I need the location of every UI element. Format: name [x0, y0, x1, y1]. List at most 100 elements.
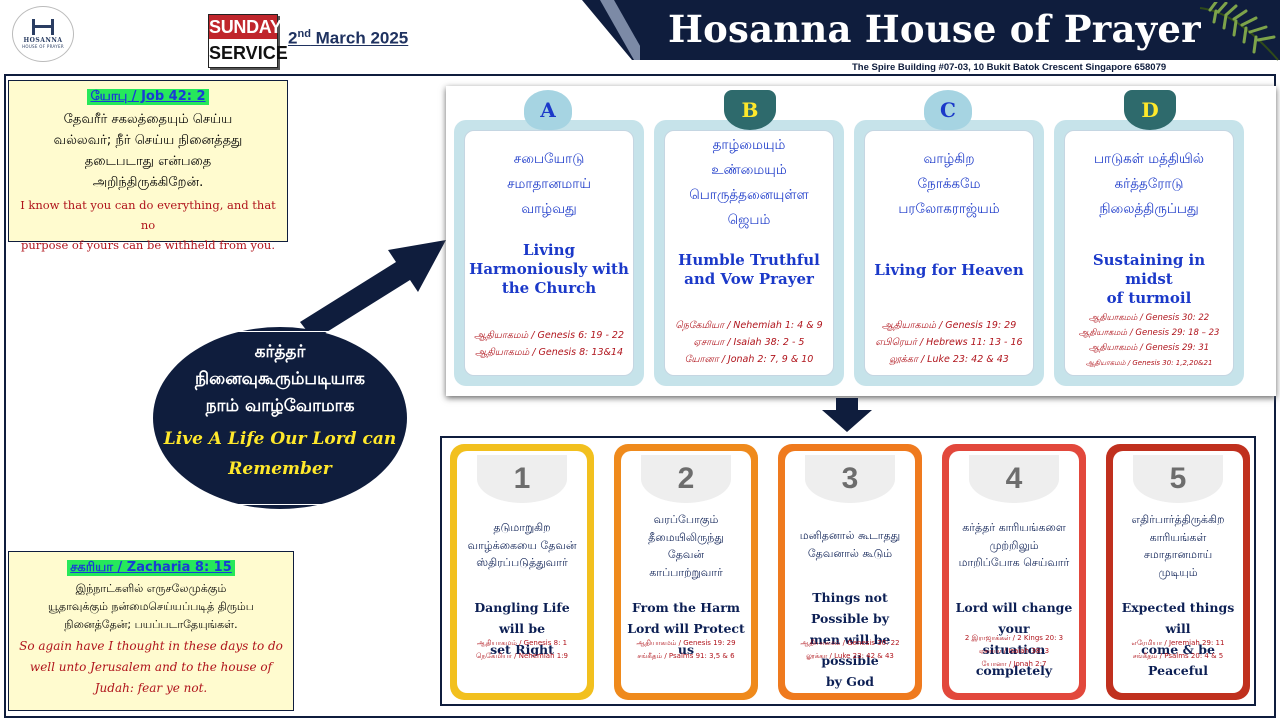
theme-english-line: Remember — [228, 459, 332, 479]
card-refs: ஆதியாகமம் / Genesis 6: 19 - 22 ஆதியாகமம்… — [467, 327, 631, 361]
church-title: Hosanna House of Prayer — [668, 7, 1201, 51]
card-refs: ஆதியாகமம் / Genesis 19: 29 எபிரெயர் / He… — [867, 317, 1031, 368]
promise-tamil-line: தீமையிலிருந்து — [648, 530, 724, 544]
down-arrow-icon — [822, 398, 872, 432]
card-letter: B — [724, 90, 776, 130]
theme-tamil-line: நாம் வாழ்வோமாக — [205, 396, 355, 416]
promise-number: 3 — [805, 455, 895, 503]
card-ref: எபிரெயர் / Hebrews 11: 13 - 16 — [875, 337, 1023, 348]
promise-tamil-line: முடியும் — [1158, 565, 1198, 579]
church-address: The Spire Building #07-03, 10 Bukit Bato… — [852, 62, 1167, 73]
card-tamil: சபையோடு சமாதானமாய் வாழ்வது — [465, 147, 633, 222]
diagonal-arrow-icon — [300, 240, 446, 340]
card-refs: நெகேமியா / Nehemiah 1: 4 & 9 ஏசாயா / Isa… — [667, 317, 831, 368]
promise-ref: சங்கீதம் / Psalms 91: 3,5 & 6 — [637, 652, 735, 660]
date-day: 2 — [288, 28, 298, 48]
card-tamil-line: நிலைத்திருப்பது — [1099, 201, 1199, 217]
card-ref: ஆதியாகமம் / Genesis 29: 18 – 23 — [1078, 328, 1220, 338]
promise-tamil-line: வரப்போகும் — [653, 513, 719, 526]
card-english: Living for Heaven — [869, 261, 1029, 280]
card-tab: D — [1124, 90, 1176, 130]
verse-box-job: யோபு / Job 42: 2 தேவரீர் சகலத்தையும் செய… — [8, 80, 288, 252]
promise-card-5: 5 எதிர்பார்த்திருக்கிற காரியங்கள் சமாதான… — [1106, 444, 1250, 700]
verse-english-line: purpose of yours can be withheld from yo… — [21, 238, 275, 252]
point-card-a: A சபையோடு சமாதானமாய் வாழ்வது Living Harm… — [454, 86, 644, 396]
card-front: சபையோடு சமாதானமாய் வாழ்வது Living Harmon… — [464, 130, 634, 376]
card-english-line: the Church — [501, 279, 597, 297]
promise-number: 4 — [969, 455, 1059, 503]
promise-ref: லூக்கா / Luke 23: 42 & 43 — [806, 652, 894, 660]
card-tamil-line: நோக்கமே — [917, 176, 981, 192]
card-tamil: தாழ்மையும் உண்மையும் பொருத்தனையுள்ள ஜெபம… — [665, 133, 833, 233]
promise-tamil-line: முற்றிலும் — [989, 538, 1039, 552]
card-front: பாடுகள் மத்தியில் கர்த்தரோடு நிலைத்திருப… — [1064, 130, 1234, 376]
content-frame — [4, 74, 1276, 718]
verse-tamil-line: யூதாவுக்கும் நன்மைசெய்யப்படித் திரும்ப — [48, 600, 254, 613]
card-tamil-line: சமாதானமாய் — [507, 176, 591, 192]
promise-tamil-line: மாறிப்போக செய்வார் — [958, 556, 1070, 569]
card-tamil-line: கர்த்தரோடு — [1114, 176, 1184, 192]
church-logo: HOSANNA HOUSE OF PRAYER — [12, 6, 74, 62]
verse-english-line: I know that you can do everything, and t… — [20, 198, 276, 232]
card-letter: C — [924, 90, 972, 130]
promise-english-line: Expected things will — [1121, 600, 1235, 636]
card-ref: லூக்கா / Luke 23: 42 & 43 — [889, 354, 1009, 365]
promise-tamil-line: காப்பாற்றுவார் — [649, 565, 723, 579]
promise-tamil: தடுமாறுகிற வாழ்க்கையை தேவன் ஸ்திரப்படுத்… — [461, 519, 583, 572]
promise-ref: சங்கீதம் / Psalms 20: 4 & 5 — [1132, 652, 1224, 660]
card-english: Humble Truthful and Vow Prayer — [669, 251, 829, 289]
theme-tamil: கர்த்தர் நினைவுகூரும்படியாக நாம் வாழ்வோம… — [153, 339, 407, 420]
promise-ref: ஆதியாகமம் / Genesis 8: 1 — [476, 639, 568, 647]
card-ref: யோனா / Jonah 2: 7, 9 & 10 — [684, 354, 814, 365]
card-tab: C — [924, 90, 974, 130]
verse-tamil-line: அறிந்திருக்கிறேன். — [92, 175, 204, 190]
promise-ref: நெகேமியா / Nehemiah 1:9 — [475, 652, 568, 660]
theme-tamil-line: கர்த்தர் — [254, 342, 306, 362]
card-letter: D — [1124, 90, 1176, 130]
promise-refs: ஆதியாகமம் / Genesis 8: 1 நெகேமியா / Nehe… — [459, 637, 585, 663]
point-card-b: B தாழ்மையும் உண்மையும் பொருத்தனையுள்ள ஜெ… — [654, 86, 844, 396]
service-date: 2nd March 2025 — [288, 28, 408, 49]
promise-card-2: 2 வரப்போகும் தீமையிலிருந்து தேவன் காப்பா… — [614, 444, 758, 700]
card-english: Sustaining in midst of turmoil — [1069, 251, 1229, 308]
logo-mark-icon — [32, 19, 54, 35]
service-label-1: SUNDAY — [209, 15, 282, 39]
promise-english-line: situation completely — [975, 642, 1053, 678]
card-english-line: Sustaining in midst — [1092, 251, 1206, 288]
promise-english: Things not Possible by men will be possi… — [789, 587, 911, 692]
promise-english-line: Dangling Life will be — [474, 600, 570, 636]
promise-refs: 2 இராஜாக்கள் / 2 Kings 20: 3 ஏசாயா / Isa… — [951, 632, 1077, 671]
card-inner: 2 வரப்போகும் தீமையிலிருந்து தேவன் காப்பா… — [621, 451, 751, 693]
promise-ref: 2 இராஜாக்கள் / 2 Kings 20: 3 — [964, 634, 1064, 642]
card-english-line: of turmoil — [1106, 289, 1192, 307]
promise-english-line: Things not Possible by — [810, 590, 890, 626]
promise-ref: ஏசாயா / Isaiah 38: 3 — [978, 647, 1050, 655]
promise-card-3: 3 மனிதனால் கூடாதது தேவனால் கூடும் Things… — [778, 444, 922, 700]
theme-circle: கர்த்தர் நினைவுகூரும்படியாக நாம் வாழ்வோம… — [153, 327, 407, 509]
verse-reference: யோபு / Job 42: 2 — [87, 89, 209, 105]
verse-english-line: well unto Jerusalem and to the house of — [29, 660, 273, 674]
verse-tamil-line: வல்லவர்; நீர் செய்ய நினைத்தது — [53, 133, 243, 148]
points-panel: A சபையோடு சமாதானமாய் வாழ்வது Living Harm… — [446, 86, 1276, 396]
card-tab: B — [724, 90, 776, 130]
verse-english-line: Judah: fear ye not. — [94, 681, 208, 695]
promise-number: 2 — [641, 455, 731, 503]
palm-leaf-icon — [1199, 2, 1279, 61]
card-ref: ஆதியாகமம் / Genesis 29: 31 — [1088, 343, 1210, 353]
verse-tamil-line: தேவரீர் சகலத்தையும் செய்ய — [63, 112, 233, 127]
promises-panel: 1 தடுமாறுகிற வாழ்க்கையை தேவன் ஸ்திரப்படு… — [440, 436, 1256, 706]
promise-tamil-line: தேவனால் கூடும் — [807, 546, 893, 560]
promise-tamil: வரப்போகும் தீமையிலிருந்து தேவன் காப்பாற்… — [625, 511, 747, 581]
date-rest: March 2025 — [310, 28, 409, 48]
card-english-line: and Vow Prayer — [684, 270, 814, 288]
promise-english-line: Lord will Protect us — [627, 621, 745, 657]
promise-tamil: எதிர்பார்த்திருக்கிற காரியங்கள் சமாதானமா… — [1117, 511, 1239, 581]
card-inner: 5 எதிர்பார்த்திருக்கிற காரியங்கள் சமாதான… — [1113, 451, 1243, 693]
card-refs: ஆதியாகமம் / Genesis 30: 22 ஆதியாகமம் / G… — [1067, 311, 1231, 371]
promise-card-1: 1 தடுமாறுகிற வாழ்க்கையை தேவன் ஸ்திரப்படு… — [450, 444, 594, 700]
logo-text-bottom: HOUSE OF PRAYER — [22, 44, 64, 49]
theme-english-line: Live A Life Our Lord can — [163, 429, 397, 449]
card-tamil-line: வாழ்வது — [521, 201, 577, 217]
card-tamil: வாழ்கிற நோக்கமே பரலோகராஜ்யம் — [865, 147, 1033, 222]
card-tamil-line: பாடுகள் மத்தியில் — [1093, 151, 1205, 167]
